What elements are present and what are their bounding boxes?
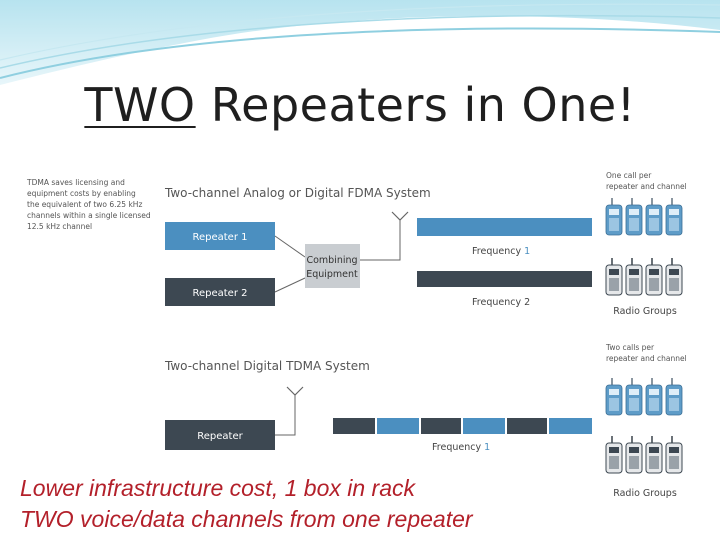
fdma-radio-group-dark — [605, 257, 683, 296]
antenna-icon — [286, 386, 304, 396]
radio-handset-icon — [645, 377, 663, 416]
radio-handset-icon — [645, 435, 663, 474]
tdma-calls-note: repeater and channel — [606, 354, 687, 363]
frequency-1-label: Frequency 1 — [472, 246, 530, 257]
slide-title: TWO Repeaters in One! — [0, 78, 720, 132]
caption-line: Lower infrastructure cost, 1 box in rack — [20, 475, 415, 501]
time-slot — [333, 418, 375, 434]
tdma-calls-note: Two calls per — [605, 343, 655, 352]
header-swoosh — [0, 0, 720, 85]
slide-caption: Lower infrastructure cost, 1 box in rack… — [20, 473, 473, 535]
repeater-1-box — [165, 222, 275, 250]
combining-label: Combining — [306, 255, 357, 266]
tdma-frequency-label: Frequency 1 — [432, 442, 490, 453]
antenna-icon — [391, 211, 409, 221]
tdma-time-slots — [333, 418, 592, 434]
radio-handset-icon — [605, 435, 623, 474]
combining-equipment-box — [305, 244, 360, 288]
tdma-repeater-label: Repeater — [197, 431, 243, 442]
frequency-2-label: Frequency 2 — [472, 297, 530, 308]
side-note-line: 12.5 kHz channel — [27, 222, 92, 231]
caption-line: TWO voice/data channels from one repeate… — [20, 506, 473, 532]
radio-handset-icon — [625, 257, 643, 296]
radio-handset-icon — [645, 197, 663, 236]
repeater-2-label: Repeater 2 — [192, 288, 247, 299]
fdma-groups-label: Radio Groups — [613, 306, 677, 317]
tdma-repeater-box — [165, 420, 275, 450]
radio-handset-icon — [625, 377, 643, 416]
title-underlined-word: TWO — [84, 78, 196, 132]
radio-handset-icon — [665, 435, 683, 474]
time-slot — [463, 418, 505, 434]
fdma-radio-group-blue — [605, 197, 683, 236]
time-slot — [377, 418, 419, 434]
tdma-heading: Two-channel Digital TDMA System — [164, 359, 370, 373]
radio-handset-icon — [605, 257, 623, 296]
tdma-groups-label: Radio Groups — [613, 488, 677, 499]
repeater-1-label: Repeater 1 — [192, 232, 247, 243]
tdma-radio-group-dark — [605, 435, 683, 474]
time-slot — [549, 418, 592, 434]
radio-handset-icon — [665, 197, 683, 236]
tdma-radio-group-blue — [605, 377, 683, 416]
radio-handset-icon — [605, 377, 623, 416]
side-note-line: TDMA saves licensing and — [26, 178, 125, 187]
time-slot — [421, 418, 461, 434]
radio-handset-icon — [605, 197, 623, 236]
fdma-calls-note: One call per — [606, 171, 652, 180]
repeater-diagram: TDMA saves licensing and equipment costs… — [26, 171, 687, 499]
time-slot — [507, 418, 547, 434]
frequency-2-bar — [417, 271, 592, 287]
fdma-heading: Two-channel Analog or Digital FDMA Syste… — [164, 186, 431, 200]
fdma-calls-note: repeater and channel — [606, 182, 687, 191]
radio-handset-icon — [645, 257, 663, 296]
radio-handset-icon — [625, 435, 643, 474]
side-note-line: the equivalent of two 6.25 kHz — [27, 200, 142, 209]
title-rest: Repeaters in One! — [195, 78, 636, 132]
link-line — [274, 277, 306, 293]
antenna-feed-line — [275, 395, 296, 436]
radio-handset-icon — [665, 377, 683, 416]
side-note-line: equipment costs by enabling — [27, 189, 136, 198]
repeater-2-box — [165, 278, 275, 306]
side-note: TDMA saves licensing and equipment costs… — [26, 178, 151, 231]
radio-handset-icon — [625, 197, 643, 236]
link-line — [274, 235, 306, 258]
antenna-feed-line — [360, 220, 401, 261]
combining-label: Equipment — [306, 269, 358, 280]
radio-handset-icon — [665, 257, 683, 296]
frequency-1-bar — [417, 218, 592, 236]
side-note-line: channels within a single licensed — [27, 211, 151, 220]
